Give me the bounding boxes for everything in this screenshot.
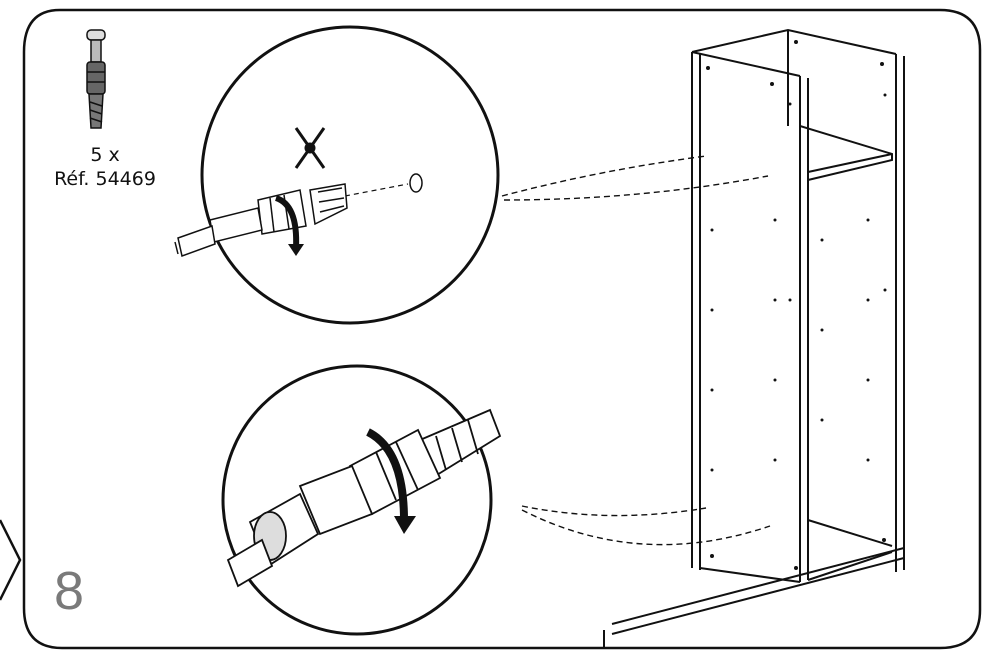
rotation-arrow-icon <box>274 195 300 249</box>
cross-icon <box>294 127 326 169</box>
step-number: 8 <box>54 561 85 621</box>
detail-circle-incorrect <box>174 25 500 325</box>
part-quantity: 5 x <box>90 144 120 166</box>
dowel-icon <box>86 29 106 129</box>
rotation-arrow-icon <box>366 428 408 521</box>
part-reference: Réf. 54469 <box>54 168 156 190</box>
page-border <box>22 8 982 650</box>
screwdriver-icon <box>174 183 348 257</box>
leader-lines <box>501 155 771 546</box>
detail-circle-correct <box>221 364 502 636</box>
cabinet-holes <box>706 40 887 570</box>
previous-page-arrow <box>0 519 22 601</box>
screwdriver-icon <box>226 408 502 588</box>
part-caption: 5 x Réf. 54469 <box>30 143 180 191</box>
hole <box>409 173 423 193</box>
cabinet-frame <box>603 28 905 649</box>
